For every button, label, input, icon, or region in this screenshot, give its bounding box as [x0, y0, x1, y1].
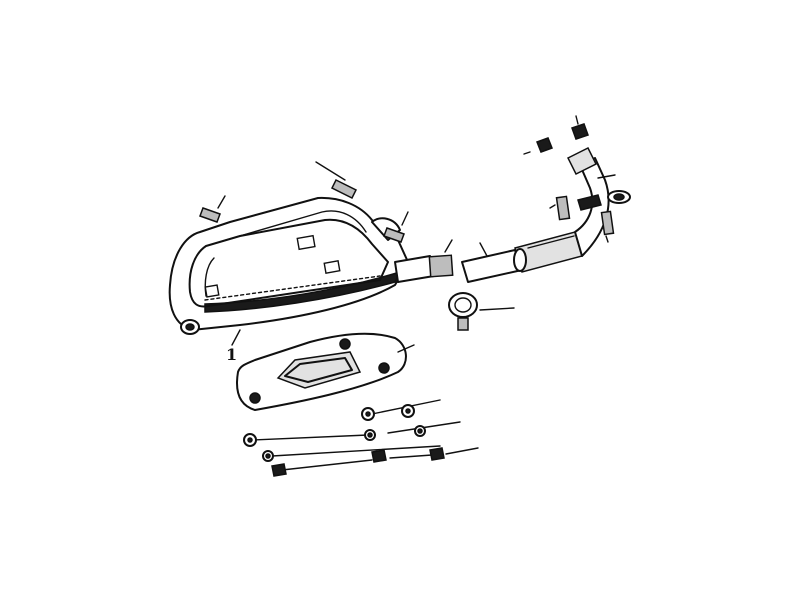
heat-shield-hardware	[243, 399, 479, 477]
front-exhaust-pipe	[461, 146, 616, 283]
muffler-mounting-bolts	[199, 161, 453, 253]
callout-number-1: 1	[226, 345, 237, 364]
pipe-clamp	[448, 292, 515, 331]
callout-muffler: 1	[226, 329, 241, 364]
heat-shield	[236, 332, 415, 411]
pipe-flange-hardware	[523, 115, 631, 243]
